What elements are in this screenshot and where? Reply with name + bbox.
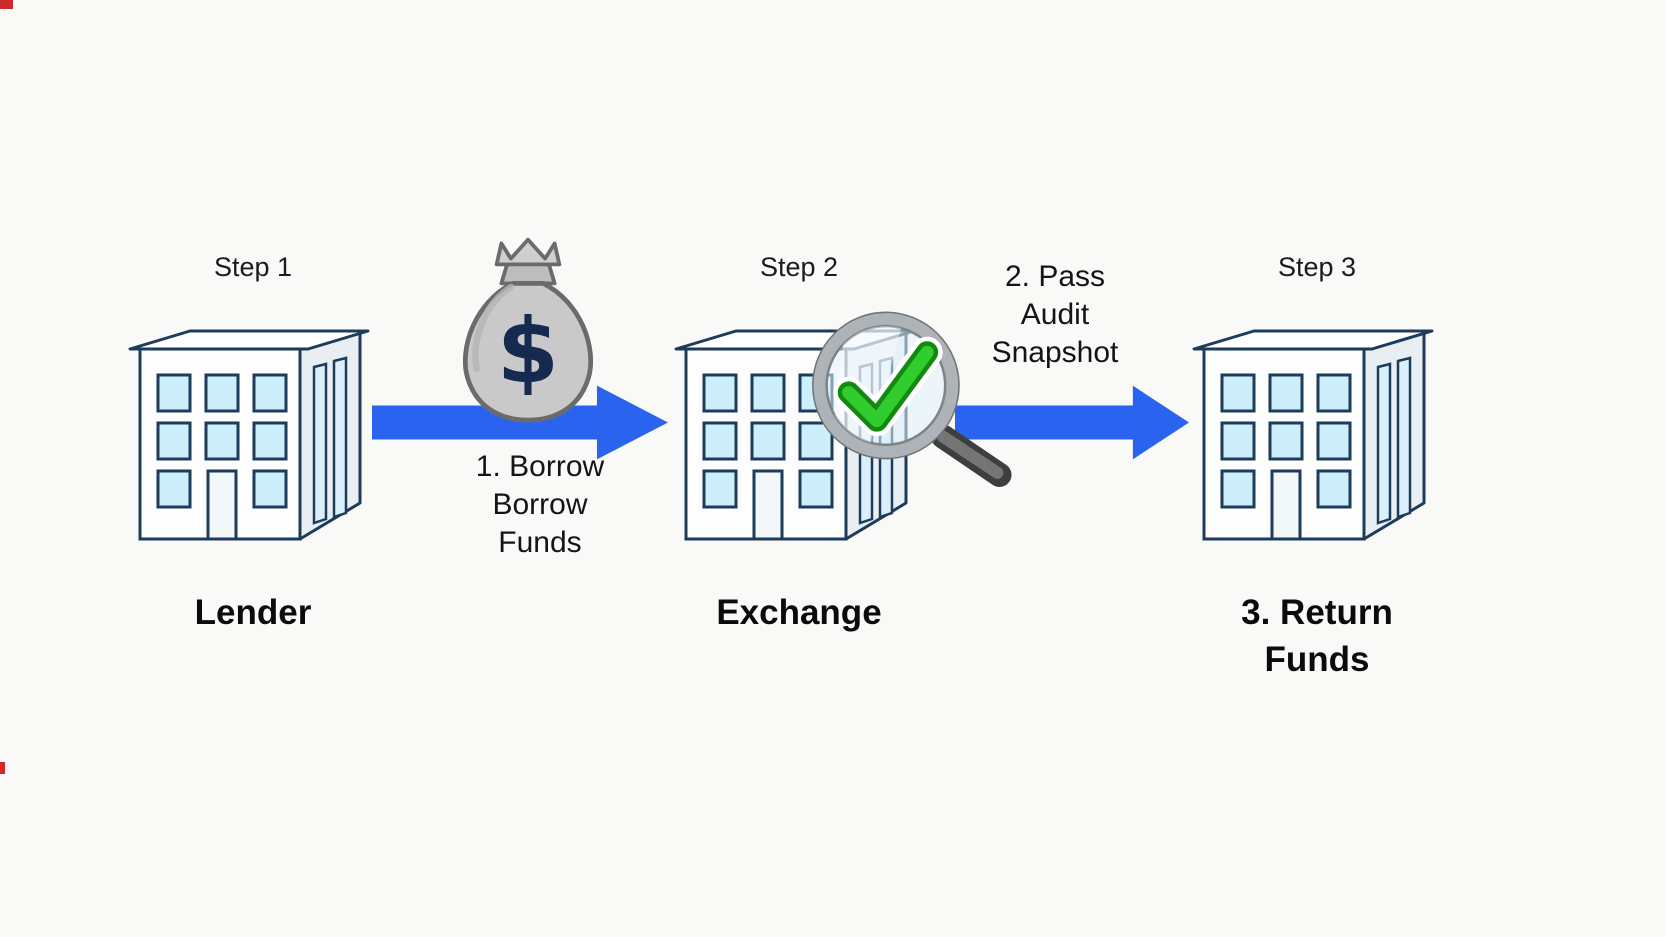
exchange-title-line-1: Exchange [716,593,882,632]
borrow-funds-label: 1. Borrow Borrow Funds [410,448,670,562]
return-building-icon [1192,287,1442,552]
borrow-funds-label-line-1: 1. Borrow [475,450,605,483]
exchange-title: Exchange [649,589,949,636]
borrow-funds-label-line-3: Funds [498,526,582,560]
return-funds-title: 3. Return Funds [1167,589,1467,684]
pass-audit-label-line-1: 2. Pass [1004,260,1106,293]
step-2-label: Step 2 [759,252,839,282]
step-1-label: Step 1 [213,252,293,282]
step-3-label: Step 3 [1277,252,1357,282]
pass-audit-label-line-3: Snapshot [991,336,1119,370]
pass-audit-snapshot-label: 2. Pass Audit Snapshot [925,258,1185,372]
money-bag-icon: $ [462,237,594,423]
return-funds-title-line-2: Funds [1264,640,1370,680]
borrow-funds-label-line-2: Borrow [492,488,588,522]
green-check-icon [833,336,943,437]
pass-audit-label-line-2: Audit [1020,298,1090,332]
lender-building-icon [128,287,378,552]
red-edge-mark [0,762,5,774]
magnifier-check-icon [812,311,1012,487]
lender-title-line-1: Lender [194,593,312,632]
red-edge-mark [0,0,13,9]
lender-title: Lender [103,589,403,636]
dollar-sign-glyph: $ [497,300,559,404]
return-funds-title-line-1: 3. Return [1241,593,1393,632]
